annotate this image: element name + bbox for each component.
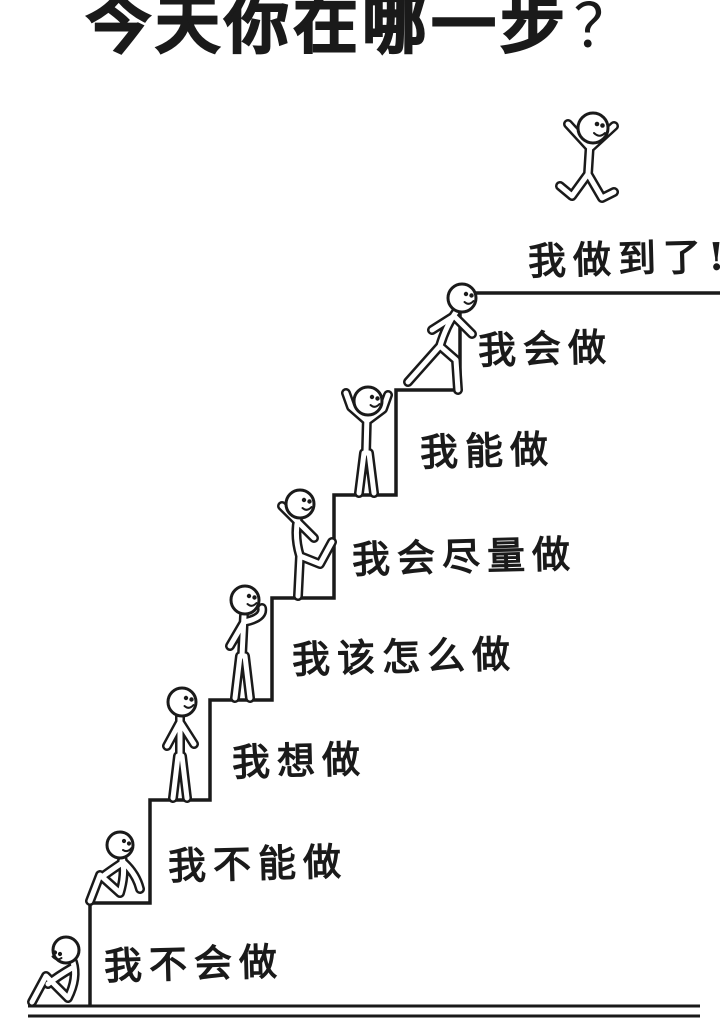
figure-leg-raised-stepping-icon (277, 488, 337, 601)
ground-line (28, 1004, 700, 1018)
page-title-text: 今天你在哪一步 (86, 0, 570, 64)
figure-hand-raised-thinking-icon (225, 584, 268, 703)
step-label-level-3: 我想做 (231, 736, 368, 785)
step-label-level-2: 我不能做 (167, 838, 349, 889)
step-label-level-8: 我做到了! (527, 233, 720, 284)
figure-standing-icon (162, 686, 199, 803)
page-title: 今天你在哪一步？ (0, 0, 720, 64)
step-label-level-4: 我该怎么做 (291, 631, 518, 682)
figure-jumping-celebration-icon (555, 111, 619, 203)
figure-running-icon (403, 282, 478, 395)
page-title-question-mark: ？ (573, 0, 634, 62)
step-label-level-7: 我会做 (477, 324, 614, 373)
step-label-level-1: 我不会做 (103, 938, 285, 989)
step-label-level-6: 我能做 (419, 426, 556, 475)
figure-sitting-slumped-icon (27, 935, 81, 1007)
figure-sitting-looking-up-icon (85, 830, 145, 906)
staircase-outline (88, 291, 720, 1006)
step-label-level-5: 我会尽量做 (351, 531, 578, 582)
figure-arms-raised-climbing-icon (341, 385, 393, 498)
